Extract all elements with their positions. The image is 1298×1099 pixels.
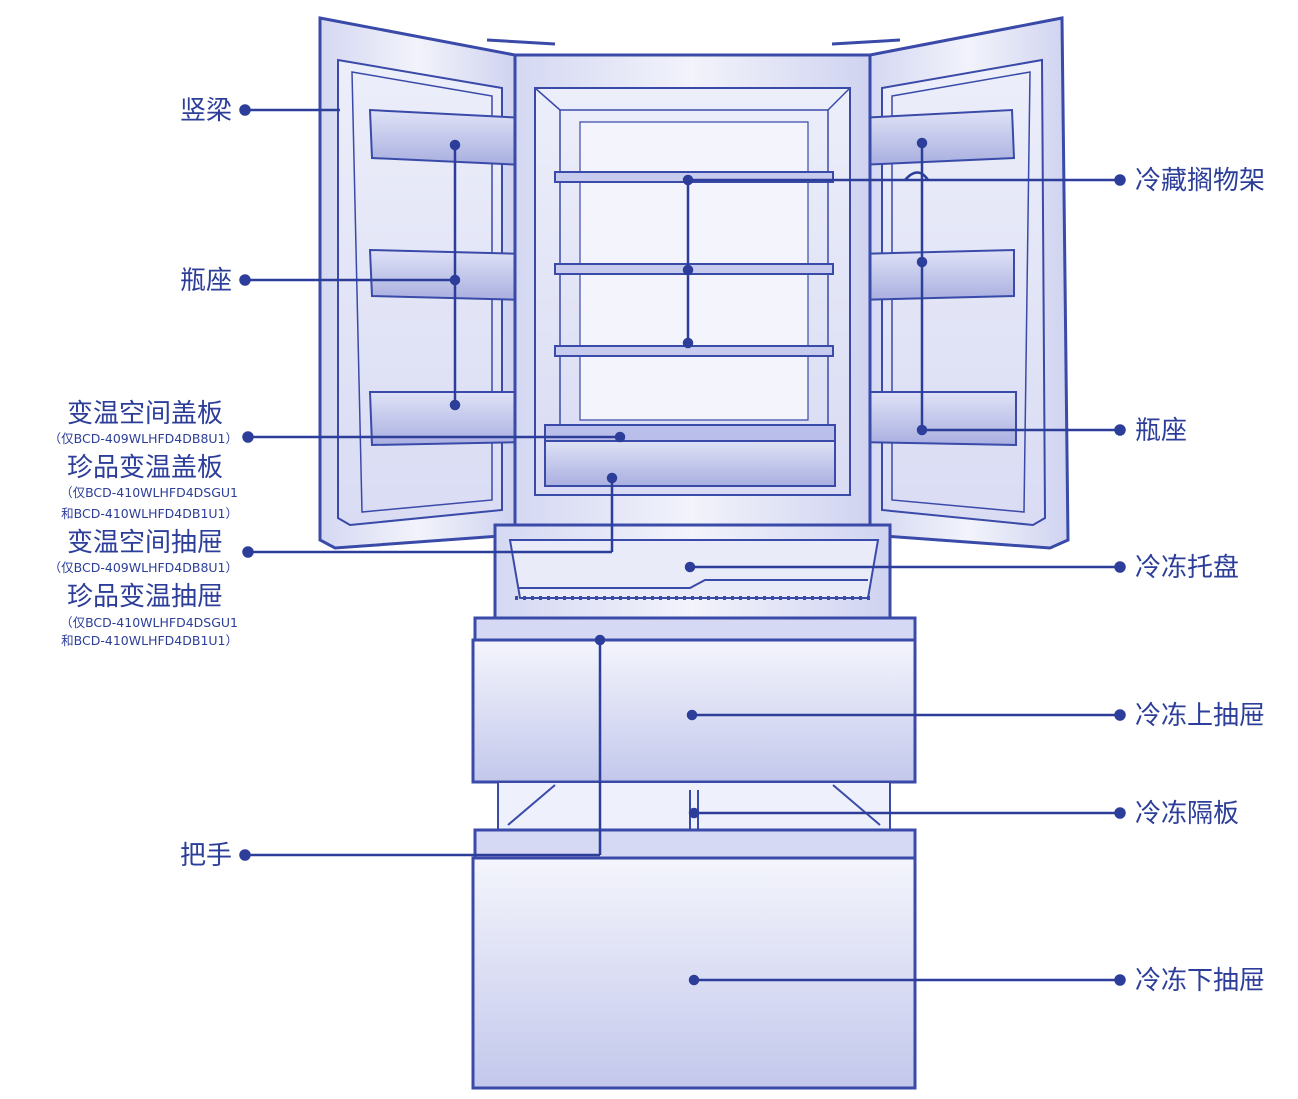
callout-lines <box>239 104 1126 986</box>
label-vartemp-cover: 变温空间盖板 <box>67 399 223 429</box>
fridge-shelf-mid <box>554 263 834 275</box>
vartemp-drawer <box>544 440 836 487</box>
label-vartemp-cover-note: （仅BCD-409WLHFD4DB8U1） <box>49 431 238 446</box>
label-vartemp-drawer: 变温空间抽屉 <box>67 528 223 558</box>
label-vertical-beam: 竖梁 <box>180 96 232 126</box>
label-zhenpin-drawer-note-1: （仅BCD-410WLHFD4DSGU1 <box>60 615 238 630</box>
label-freezer-divider: 冷冻隔板 <box>1135 799 1239 829</box>
label-freezer-lower-drawer: 冷冻下抽屉 <box>1135 966 1265 996</box>
label-zhenpin-drawer-note-2: 和BCD-410WLHFD4DB1U1） <box>61 633 238 648</box>
label-fridge-shelf: 冷藏搁物架 <box>1135 166 1265 196</box>
fridge-cabinet <box>513 53 872 527</box>
left-door-bin-mid <box>368 248 529 302</box>
label-vartemp-drawer-note: （仅BCD-409WLHFD4DB8U1） <box>49 560 238 575</box>
freezer-lower-drawer <box>471 828 917 1090</box>
fridge-shelf-top <box>554 171 834 183</box>
label-zhenpin-cover: 珍品变温盖板 <box>67 453 223 483</box>
label-freezer-tray: 冷冻托盘 <box>1135 553 1239 583</box>
freezer-upper-drawer <box>471 616 917 784</box>
label-freezer-upper-drawer: 冷冻上抽屉 <box>1135 701 1265 731</box>
label-zhenpin-cover-note-1: （仅BCD-410WLHFD4DSGU1 <box>60 485 238 500</box>
label-handle: 把手 <box>180 841 232 871</box>
freezer-tray-section <box>493 523 892 622</box>
vartemp-cover <box>544 424 836 442</box>
freezer-divider-section <box>497 781 891 833</box>
fridge-shelf-low <box>554 345 834 357</box>
right-door-bin-top <box>857 108 1016 167</box>
right-door <box>831 16 1070 550</box>
left-door-bin-top <box>368 108 526 167</box>
label-bottle-seat-right: 瓶座 <box>1135 416 1187 446</box>
label-bottle-seat-left: 瓶座 <box>180 266 232 296</box>
label-zhenpin-drawer: 珍品变温抽屉 <box>67 582 223 612</box>
right-door-bin-bottom <box>855 391 1017 447</box>
label-zhenpin-cover-note-2: 和BCD-410WLHFD4DB1U1） <box>61 506 238 521</box>
right-door-bin-mid <box>855 248 1015 302</box>
